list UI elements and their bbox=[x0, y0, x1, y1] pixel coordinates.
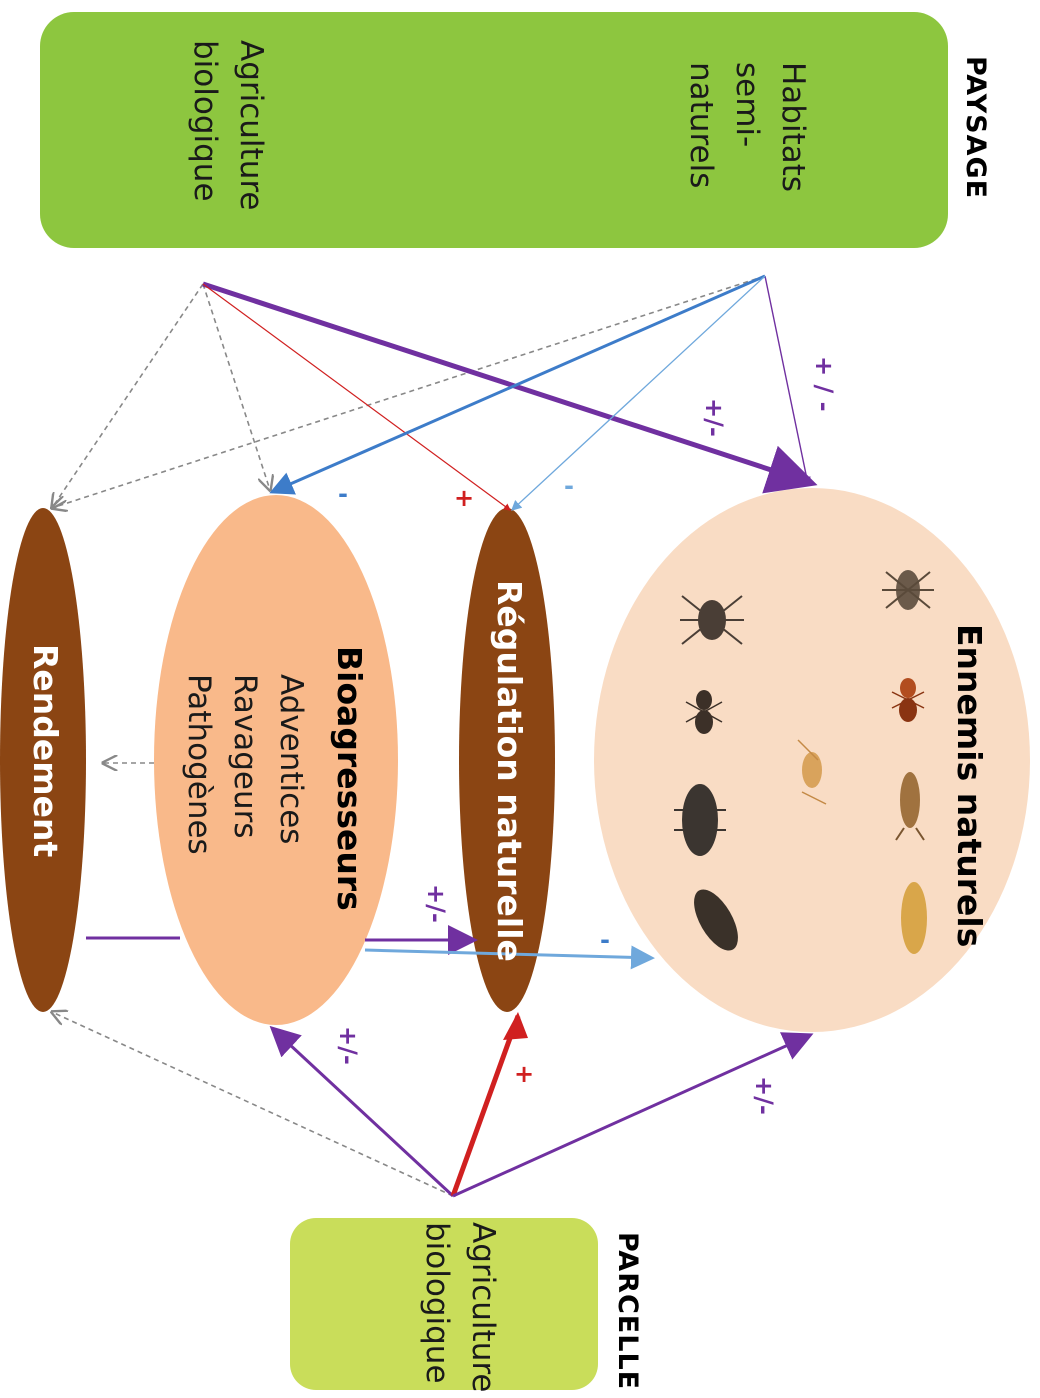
sign-field-enemies: +/- bbox=[750, 1076, 778, 1115]
wasp-icon bbox=[797, 739, 827, 805]
sign-habitats-enemies: + / - bbox=[810, 356, 838, 412]
pests-item-pests: Ravageurs bbox=[227, 674, 263, 839]
pests-item-pathogens: Pathogènes bbox=[181, 674, 217, 855]
sign-field-regulation: + bbox=[514, 1060, 535, 1088]
arrow-field-to-regulation bbox=[450, 1015, 521, 1197]
insect-icons bbox=[674, 570, 934, 954]
landscape-organic-label: Agriculture biologique bbox=[182, 40, 274, 211]
habitats-line-1: Habitats bbox=[775, 62, 811, 193]
arrow-organic-to-pests bbox=[202, 283, 270, 490]
regulation-node bbox=[459, 508, 555, 1012]
habitats-label: Habitats semi- naturels bbox=[678, 62, 816, 192]
pests-items: Adventices Ravageurs Pathogènes bbox=[176, 674, 314, 855]
arrow-organic-to-yield bbox=[52, 283, 204, 508]
larva-icon bbox=[901, 882, 927, 954]
arrow-organic-to-enemies bbox=[202, 281, 818, 494]
arrow-habitats-to-enemies bbox=[764, 275, 811, 486]
sign-pests-enemies: - bbox=[600, 926, 610, 954]
sign-organic-enemies: +/- bbox=[700, 398, 728, 437]
rove-beetle-icon bbox=[694, 889, 738, 951]
habitats-line-2: semi- bbox=[729, 62, 765, 148]
sign-pests-regulation: +/- bbox=[422, 884, 450, 923]
ant-icon bbox=[891, 678, 925, 722]
field-organic-label: Agriculture biologique bbox=[414, 1222, 506, 1393]
arrow-field-to-pests bbox=[269, 1025, 455, 1198]
arrow-pests-to-enemies bbox=[364, 945, 655, 970]
regulation-title: Régulation naturelle bbox=[490, 580, 529, 962]
arrow-organic-to-regulation bbox=[202, 283, 511, 511]
sign-habitats-regulation: - bbox=[564, 472, 574, 500]
arrow-habitats-to-yield bbox=[52, 275, 766, 508]
pests-title: Bioagresseurs bbox=[330, 646, 369, 911]
landscape-title: PAYSAGE bbox=[960, 56, 991, 200]
landscape-box bbox=[40, 12, 948, 248]
earwig-icon bbox=[895, 772, 925, 841]
yield-title: Rendement bbox=[26, 644, 65, 858]
arrow-field-to-regulation-head bbox=[503, 1012, 528, 1040]
field-organic-line-1: Agriculture bbox=[465, 1222, 501, 1393]
arrow-field-to-yield bbox=[52, 1012, 454, 1197]
landscape-organic-line-2: biologique bbox=[187, 40, 223, 202]
arrow-field-to-enemies bbox=[452, 1032, 814, 1198]
sign-organic-regulation: + bbox=[454, 484, 475, 512]
field-box bbox=[290, 1218, 598, 1390]
pests-node bbox=[154, 495, 398, 1025]
habitats-line-3: naturels bbox=[683, 62, 719, 189]
field-title: PARCELLE bbox=[612, 1232, 643, 1391]
arrow-habitats-to-regulation bbox=[511, 275, 766, 511]
arrow-habitats-to-pests bbox=[269, 274, 766, 495]
spider-icon bbox=[680, 595, 744, 645]
spider-icon bbox=[882, 570, 934, 610]
sign-habitats-pests: - bbox=[338, 480, 348, 508]
field-organic-line-2: biologique bbox=[419, 1222, 455, 1384]
natural-enemies-title: Ennemis naturels bbox=[950, 624, 989, 948]
sign-field-pests: +/- bbox=[334, 1026, 362, 1065]
beetle-icon bbox=[674, 784, 726, 856]
ant-icon bbox=[685, 690, 723, 734]
pests-item-weeds: Adventices bbox=[273, 674, 309, 845]
yield-node bbox=[0, 508, 86, 1012]
landscape-organic-line-1: Agriculture bbox=[233, 40, 269, 211]
